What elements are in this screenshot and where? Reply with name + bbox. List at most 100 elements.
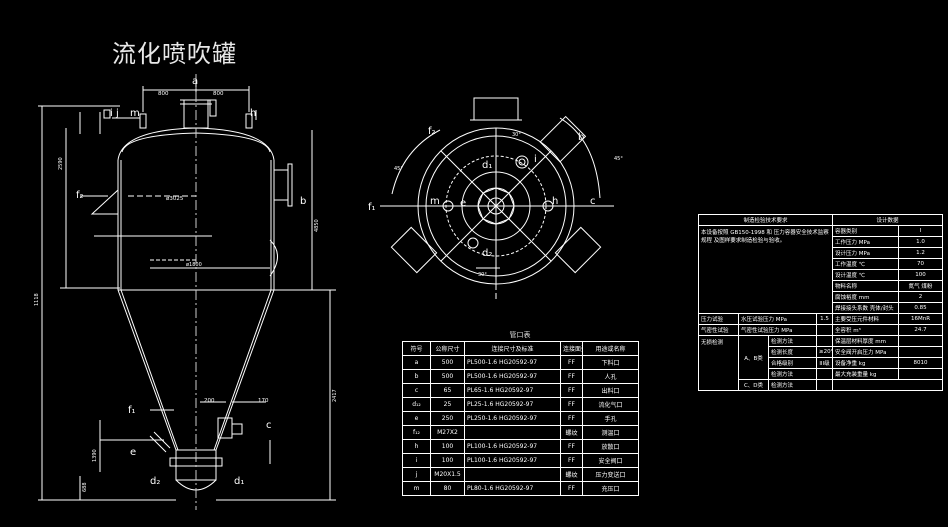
nozzle-table-cell xyxy=(464,467,561,482)
dim-800-left: 800 xyxy=(158,91,169,97)
plan-label-h: h xyxy=(552,196,558,207)
tech-key: 设备净重 kg xyxy=(832,357,900,369)
tech-pressure-test-value: 1.5 xyxy=(815,313,834,325)
tech-pressure-test: 压力试验 xyxy=(698,313,739,325)
label-d1: d₁ xyxy=(234,476,244,487)
tech-pressure-test-label: 水压试验压力 MPa xyxy=(738,313,817,325)
label-d2: d₂ xyxy=(150,476,160,487)
nozzle-header-cell: 连接面型式 xyxy=(560,341,583,356)
nozzle-table-cell: 人孔 xyxy=(582,369,639,384)
nozzle-table-cell: 500 xyxy=(430,369,465,384)
nozzle-table-cell: PL65-1.6 HG20592-97 xyxy=(464,383,561,398)
plan-angle-bottom: 30° xyxy=(478,272,487,278)
nozzle-table-cell: 出料口 xyxy=(582,383,639,398)
nozzle-table-cell xyxy=(464,425,561,440)
label-ij: i j xyxy=(110,108,119,119)
tech-value: 24.7 xyxy=(898,324,944,336)
dim-2590: 2590 xyxy=(58,157,64,170)
tech-key: 全容积 m³ xyxy=(832,324,900,336)
plan-label-f1: f₁ xyxy=(368,202,376,213)
nozzle-table-cell: FF xyxy=(560,355,583,370)
tech-value: 1.2 xyxy=(898,247,944,259)
nozzle-table-cell: 安全阀口 xyxy=(582,453,639,468)
plan-label-e: e xyxy=(460,198,466,209)
nozzle-table-cell: c xyxy=(402,383,431,398)
tech-header-left: 制造检验技术要求 xyxy=(697,214,834,226)
tech-key: 焊接接头系数 壳体/封头 xyxy=(832,302,900,314)
nozzle-table-cell: 250 xyxy=(430,411,465,426)
nozzle-table-grid: 符号 公称尺寸 连接尺寸及标准 连接面型式 用途或名称 a500PL500-1.… xyxy=(402,341,639,496)
tech-key: 腐蚀裕度 mm xyxy=(832,291,900,303)
dim-total: 1118 xyxy=(34,293,40,306)
tech-ndt-value: III级 xyxy=(815,357,834,369)
nozzle-table-cell: FF xyxy=(560,481,583,496)
tech-value xyxy=(898,346,944,358)
nozzle-table-cell: FF xyxy=(560,397,583,412)
plan-angle-right: 45° xyxy=(614,156,623,162)
tech-ndt-ab: A、B类 xyxy=(738,335,769,380)
tech-value xyxy=(898,335,944,347)
plan-view xyxy=(380,97,614,300)
tech-value: I xyxy=(898,225,944,237)
tech-key: 设计压力 MPa xyxy=(832,247,900,259)
plan-label-d1: d₁ xyxy=(482,160,492,171)
tech-requirements-text: 本设备按照 GB150-1998 和 压力容器安全技术监察规程 及图样要求制造检… xyxy=(697,225,834,314)
plan-angle-top: 30° xyxy=(512,132,521,138)
tech-ndt-key: 检测长度 xyxy=(768,346,817,358)
tech-key: 设计温度 ℃ xyxy=(832,269,900,281)
tech-ndt-value xyxy=(815,368,834,380)
nozzle-table-cell: 流化气口 xyxy=(582,397,639,412)
label-a: a xyxy=(192,76,198,87)
plan-label-m: m xyxy=(430,196,440,207)
tech-ndt-key: 合格级别 xyxy=(768,357,817,369)
tech-key: 保温层材料厚度 mm xyxy=(832,335,900,347)
nozzle-header-cell: 连接尺寸及标准 xyxy=(464,341,561,356)
label-f2: f₂ xyxy=(76,190,84,201)
nozzle-table-cell: 测温口 xyxy=(582,425,639,440)
nozzle-table-cell: FF xyxy=(560,369,583,384)
tech-value: 70 xyxy=(898,258,944,270)
tech-key: 安全阀开启压力 MPa xyxy=(832,346,900,358)
nozzle-table-cell: j xyxy=(402,467,431,482)
nozzle-table-cell: PL250-1.6 HG20592-97 xyxy=(464,411,561,426)
tech-airtight-test: 气密性试验 xyxy=(698,324,739,336)
nozzle-header-cell: 符号 xyxy=(402,341,431,356)
dim-800-right: 800 xyxy=(213,91,224,97)
dia-inner: ø1800 xyxy=(186,262,202,268)
tech-table-grid: 制造检验技术要求 设计数据 本设备按照 GB150-1998 和 压力容器安全技… xyxy=(697,214,944,391)
nozzle-table-cell: a xyxy=(402,355,431,370)
nozzle-table-cell: 螺纹 xyxy=(560,467,583,482)
label-e: e xyxy=(130,447,136,458)
dim-200: 200 xyxy=(204,398,215,404)
tech-ndt-key: 检测方法 xyxy=(768,335,817,347)
nozzle-table-cell: PL80-1.6 HG20592-97 xyxy=(464,481,561,496)
nozzle-table-cell: h xyxy=(402,439,431,454)
tech-value: 1.0 xyxy=(898,236,944,248)
nozzle-table-cell: b xyxy=(402,369,431,384)
tech-value: 氮气 煤粉 xyxy=(898,280,944,292)
nozzle-table-cell: i xyxy=(402,453,431,468)
tech-ndt-label: 无损检测 xyxy=(698,335,739,391)
dia-3025: ø3025 xyxy=(166,196,184,202)
tech-ndt-cd: C、D类 xyxy=(738,379,769,391)
nozzle-table-cell: M27X2 xyxy=(430,425,465,440)
dim-170: 170 xyxy=(258,398,269,404)
tech-value: 8010 xyxy=(898,357,944,369)
tech-ndt-value xyxy=(815,335,834,347)
nozzle-table-cell: PL500-1.6 HG20592-97 xyxy=(464,355,561,370)
tech-key: 主要受压元件材料 xyxy=(832,313,900,325)
dim-688: 688 xyxy=(82,482,88,492)
drawing-title: 流化喷吹罐 xyxy=(112,40,237,68)
tech-header-right: 设计数据 xyxy=(832,214,944,226)
nozzle-table-cell: e xyxy=(402,411,431,426)
tech-key: 最大充装重量 kg xyxy=(832,368,900,380)
nozzle-table-cell: FF xyxy=(560,411,583,426)
